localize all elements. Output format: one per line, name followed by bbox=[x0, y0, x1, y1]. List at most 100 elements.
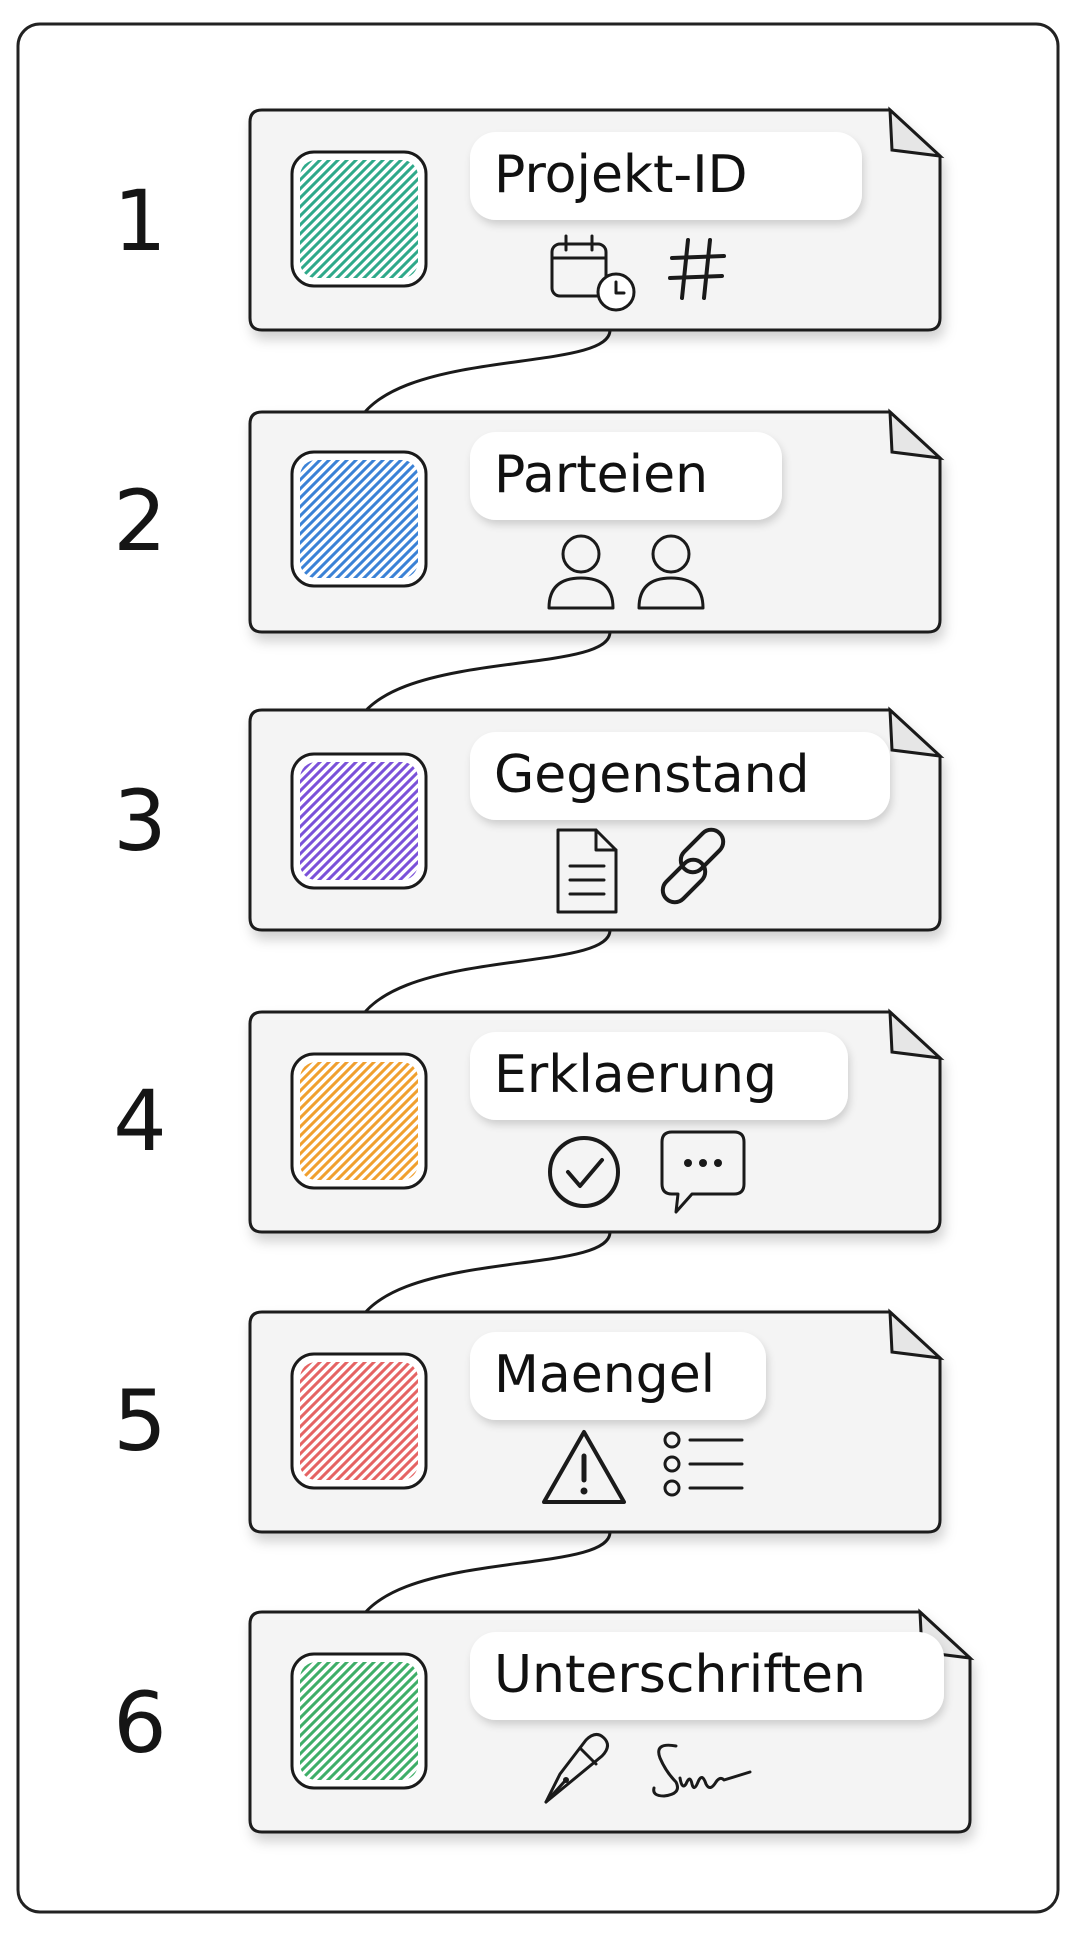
hatch-stroke bbox=[381, 762, 418, 880]
hatch-stroke bbox=[300, 1662, 418, 1780]
label-pill: Gegenstand bbox=[470, 732, 890, 820]
step-card bbox=[248, 1308, 945, 1534]
hatch-stroke bbox=[300, 1362, 418, 1480]
hatch-stroke bbox=[300, 1362, 357, 1480]
hatch-stroke bbox=[381, 1062, 418, 1180]
label-pill-bg bbox=[470, 1632, 944, 1720]
hatch-stroke bbox=[300, 1062, 418, 1180]
hatch-stroke bbox=[300, 1062, 330, 1180]
hatch-stroke bbox=[300, 1062, 411, 1180]
hatch-stroke bbox=[363, 160, 418, 278]
hatch-stroke bbox=[363, 762, 418, 880]
hatch-stroke bbox=[300, 160, 411, 278]
calendar-clock-icon bbox=[550, 234, 636, 312]
hatch-stroke bbox=[300, 160, 339, 278]
step-number: 5 bbox=[113, 1372, 166, 1470]
hatch-stroke bbox=[300, 762, 339, 880]
hatch-stroke bbox=[300, 460, 339, 578]
label-pill: Maengel bbox=[470, 1332, 766, 1420]
hatch-stroke bbox=[327, 460, 418, 578]
hatch-stroke bbox=[300, 1662, 357, 1780]
hatch-stroke bbox=[300, 1062, 366, 1180]
hatch-stroke bbox=[300, 1662, 366, 1780]
person-icon bbox=[547, 534, 615, 610]
hatch-stroke bbox=[372, 460, 418, 578]
hatch-stroke bbox=[363, 1662, 418, 1780]
hatch-stroke bbox=[336, 160, 418, 278]
hatch-stroke bbox=[327, 160, 418, 278]
hatch-stroke bbox=[300, 160, 366, 278]
step-card bbox=[248, 1008, 945, 1234]
hatch-stroke bbox=[300, 762, 330, 880]
hatch-stroke bbox=[300, 1662, 402, 1780]
hatch-stroke bbox=[300, 1362, 402, 1480]
hatch-stroke bbox=[300, 1062, 402, 1180]
hatch-stroke bbox=[300, 1362, 418, 1480]
swatch-hatch bbox=[300, 160, 418, 278]
hatch-stroke bbox=[300, 1062, 339, 1180]
hatch-stroke bbox=[318, 1362, 418, 1480]
hatch-stroke bbox=[372, 1362, 418, 1480]
hatch-stroke bbox=[390, 460, 418, 578]
hatch-stroke bbox=[354, 1062, 418, 1180]
hatch-stroke bbox=[300, 1062, 418, 1180]
hatch-stroke bbox=[372, 1062, 418, 1180]
hatch-stroke bbox=[372, 762, 418, 880]
hatch-stroke bbox=[345, 1662, 418, 1780]
step-label: Unterschriften bbox=[494, 1645, 866, 1705]
hatch-stroke bbox=[300, 762, 384, 880]
swatch-hatch bbox=[300, 1362, 418, 1480]
label-pill-bg bbox=[470, 1332, 766, 1420]
card-fold bbox=[888, 1008, 945, 1061]
hatch-stroke bbox=[300, 1662, 418, 1780]
hatch-stroke bbox=[300, 762, 418, 880]
swatch-hatch bbox=[300, 762, 418, 880]
hatch-stroke bbox=[300, 460, 411, 578]
hatch-stroke bbox=[363, 1062, 418, 1180]
hatch-stroke bbox=[300, 160, 330, 278]
hatch-stroke bbox=[309, 160, 418, 278]
hatch-stroke bbox=[300, 762, 393, 880]
list-icon bbox=[663, 1431, 744, 1497]
hatch-stroke bbox=[300, 1362, 393, 1480]
signature-icon bbox=[652, 1743, 752, 1798]
hatch-stroke bbox=[336, 460, 418, 578]
label-pill-bg bbox=[470, 1032, 848, 1120]
hatch-stroke bbox=[363, 1362, 418, 1480]
link-icon bbox=[660, 827, 726, 905]
hatch-stroke bbox=[300, 762, 348, 880]
hatch-stroke bbox=[300, 1662, 418, 1780]
step-label: Maengel bbox=[494, 1345, 715, 1405]
hatch-stroke bbox=[300, 160, 375, 278]
hatch-stroke bbox=[354, 1662, 418, 1780]
hatch-stroke bbox=[300, 762, 357, 880]
hatch-stroke bbox=[300, 460, 375, 578]
card-fold bbox=[888, 408, 945, 461]
hatch-stroke bbox=[300, 1062, 393, 1180]
hatch-stroke bbox=[381, 160, 418, 278]
hatch-stroke bbox=[381, 1362, 418, 1480]
hatch-stroke bbox=[300, 1362, 384, 1480]
hatch-stroke bbox=[300, 160, 384, 278]
step-number: 4 bbox=[113, 1072, 166, 1170]
label-pill: Erklaerung bbox=[470, 1032, 848, 1120]
person-icon bbox=[637, 534, 705, 610]
hatch-stroke bbox=[345, 160, 418, 278]
hatch-stroke bbox=[327, 1362, 418, 1480]
hatch-stroke bbox=[300, 1062, 348, 1180]
hatch-stroke bbox=[300, 1062, 375, 1180]
hatch-stroke bbox=[354, 160, 418, 278]
hatch-stroke bbox=[309, 1362, 418, 1480]
hatch-stroke bbox=[300, 460, 393, 578]
hatch-stroke bbox=[300, 460, 418, 578]
step-2: 2 Parteien bbox=[113, 408, 945, 634]
hatch-stroke bbox=[300, 762, 366, 880]
hatch-stroke bbox=[300, 460, 418, 578]
step-label: Parteien bbox=[494, 445, 708, 505]
label-pill-bg bbox=[470, 132, 862, 220]
hatch-stroke bbox=[300, 1662, 393, 1780]
step-label: Gegenstand bbox=[494, 745, 810, 805]
step-5: 5 Maengel bbox=[113, 1308, 945, 1534]
hatch-stroke bbox=[390, 1362, 418, 1480]
